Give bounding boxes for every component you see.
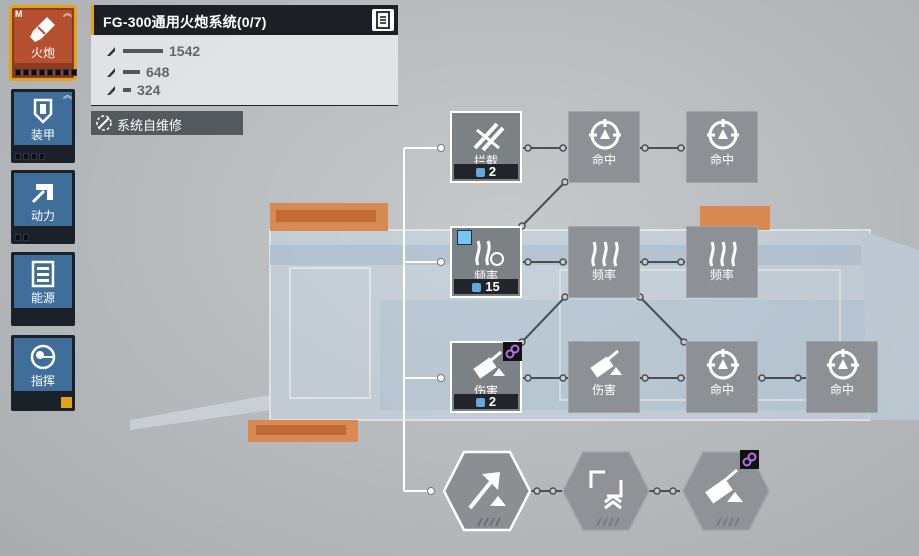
damage-cannon-icon: [590, 349, 622, 378]
chip-icon: [475, 168, 485, 177]
stats-panel: 1542 648 324: [91, 35, 398, 106]
damage-cannon-icon: [473, 350, 505, 379]
stat-row: 1542: [105, 43, 201, 59]
node-label: 命中: [829, 383, 854, 397]
category-armor[interactable]: ︽ 装甲: [11, 89, 75, 163]
category-energy[interactable]: 能源: [11, 252, 75, 326]
shell-icon: [30, 17, 55, 42]
upgrade-chevron-icon: ︽: [62, 8, 72, 18]
upgrade-available-icon: [457, 230, 472, 245]
node-label: 伤害: [591, 383, 616, 397]
stat-bar: [123, 88, 131, 92]
node-label: 命中: [591, 153, 616, 167]
armor-shield-icon: [33, 98, 53, 124]
node-rate[interactable]: 频率: [686, 226, 758, 298]
damage-cannon-icon: [705, 468, 743, 504]
fire-rate-icon: [475, 240, 504, 266]
stat-row: 324: [105, 82, 161, 98]
upgrade-alert-icon: [61, 397, 72, 408]
chip-icon: [472, 283, 482, 292]
fire-rate-icon: [591, 241, 619, 267]
category-command[interactable]: 指挥: [11, 335, 75, 411]
node-intercept[interactable]: 拦截 2: [450, 111, 522, 183]
power-thruster-icon: [31, 184, 53, 204]
category-label: 火炮: [30, 46, 55, 60]
crosshair-icon: [589, 119, 621, 150]
crosshair-icon: [707, 119, 739, 150]
stat-bar: [123, 70, 140, 74]
attack-stat-icon: [107, 86, 115, 95]
level-pips: [15, 153, 45, 160]
node-label: 频率: [591, 268, 616, 282]
category-label: 装甲: [30, 128, 55, 142]
attack-stat-icon: [107, 47, 115, 56]
document-icon[interactable]: [372, 9, 394, 31]
node-accuracy[interactable]: 命中: [686, 341, 758, 413]
stat-value: 324: [137, 82, 161, 98]
stat-value: 648: [146, 64, 170, 80]
node-accuracy[interactable]: 命中: [806, 341, 878, 413]
level-pips: [15, 234, 29, 241]
stack-upgrade-icon: [589, 470, 623, 510]
link-chain-icon: [740, 450, 759, 469]
crosshair-icon: [707, 349, 739, 380]
node-rate[interactable]: 频率: [568, 226, 640, 298]
category-label: 能源: [30, 291, 55, 305]
system-header: FG-300通用火炮系统(0/7): [91, 5, 398, 35]
self-repair-label: 系统自维修: [117, 118, 183, 133]
crosshair-icon: [827, 349, 859, 380]
intercept-missiles-icon: [473, 122, 505, 152]
mark-tag: M: [15, 9, 23, 19]
node-label: 频率: [709, 268, 734, 282]
category-cannon[interactable]: M ︽ 火炮: [9, 5, 77, 81]
hex-node-stack[interactable]: [561, 450, 651, 532]
hex-node-agility[interactable]: [442, 450, 532, 532]
node-label: 命中: [709, 383, 734, 397]
node-label: 命中: [709, 153, 734, 167]
attack-stat-icon: [107, 68, 115, 77]
node-count: 2: [454, 394, 518, 409]
self-repair-button[interactable]: 系统自维修: [91, 111, 243, 135]
repair-icon: [96, 115, 112, 131]
link-chain-icon: [503, 342, 522, 361]
upgrade-chevron-icon: ︽: [62, 90, 72, 100]
command-radar-icon: [30, 344, 56, 370]
category-label: 动力: [30, 209, 55, 223]
node-damage[interactable]: 伤害 2: [450, 341, 522, 413]
stat-bar: [123, 49, 163, 53]
system-title: FG-300通用火炮系统(0/7): [103, 14, 267, 30]
node-count: 15: [454, 279, 518, 294]
upgrade-arrow-icon: [468, 472, 506, 510]
energy-list-icon: [31, 260, 55, 288]
category-power[interactable]: 动力: [11, 170, 75, 244]
node-count: 2: [454, 164, 518, 179]
category-label: 指挥: [30, 374, 55, 388]
node-accuracy[interactable]: 命中: [686, 111, 758, 183]
fire-rate-icon: [709, 241, 737, 267]
hex-node-damage[interactable]: [681, 450, 771, 532]
stat-row: 648: [105, 64, 170, 80]
stat-value: 1542: [169, 43, 201, 59]
level-pips: [15, 69, 77, 76]
chip-icon: [475, 398, 485, 407]
node-rate[interactable]: 频率 15: [450, 226, 522, 298]
node-accuracy[interactable]: 命中: [568, 111, 640, 183]
node-damage[interactable]: 伤害: [568, 341, 640, 413]
